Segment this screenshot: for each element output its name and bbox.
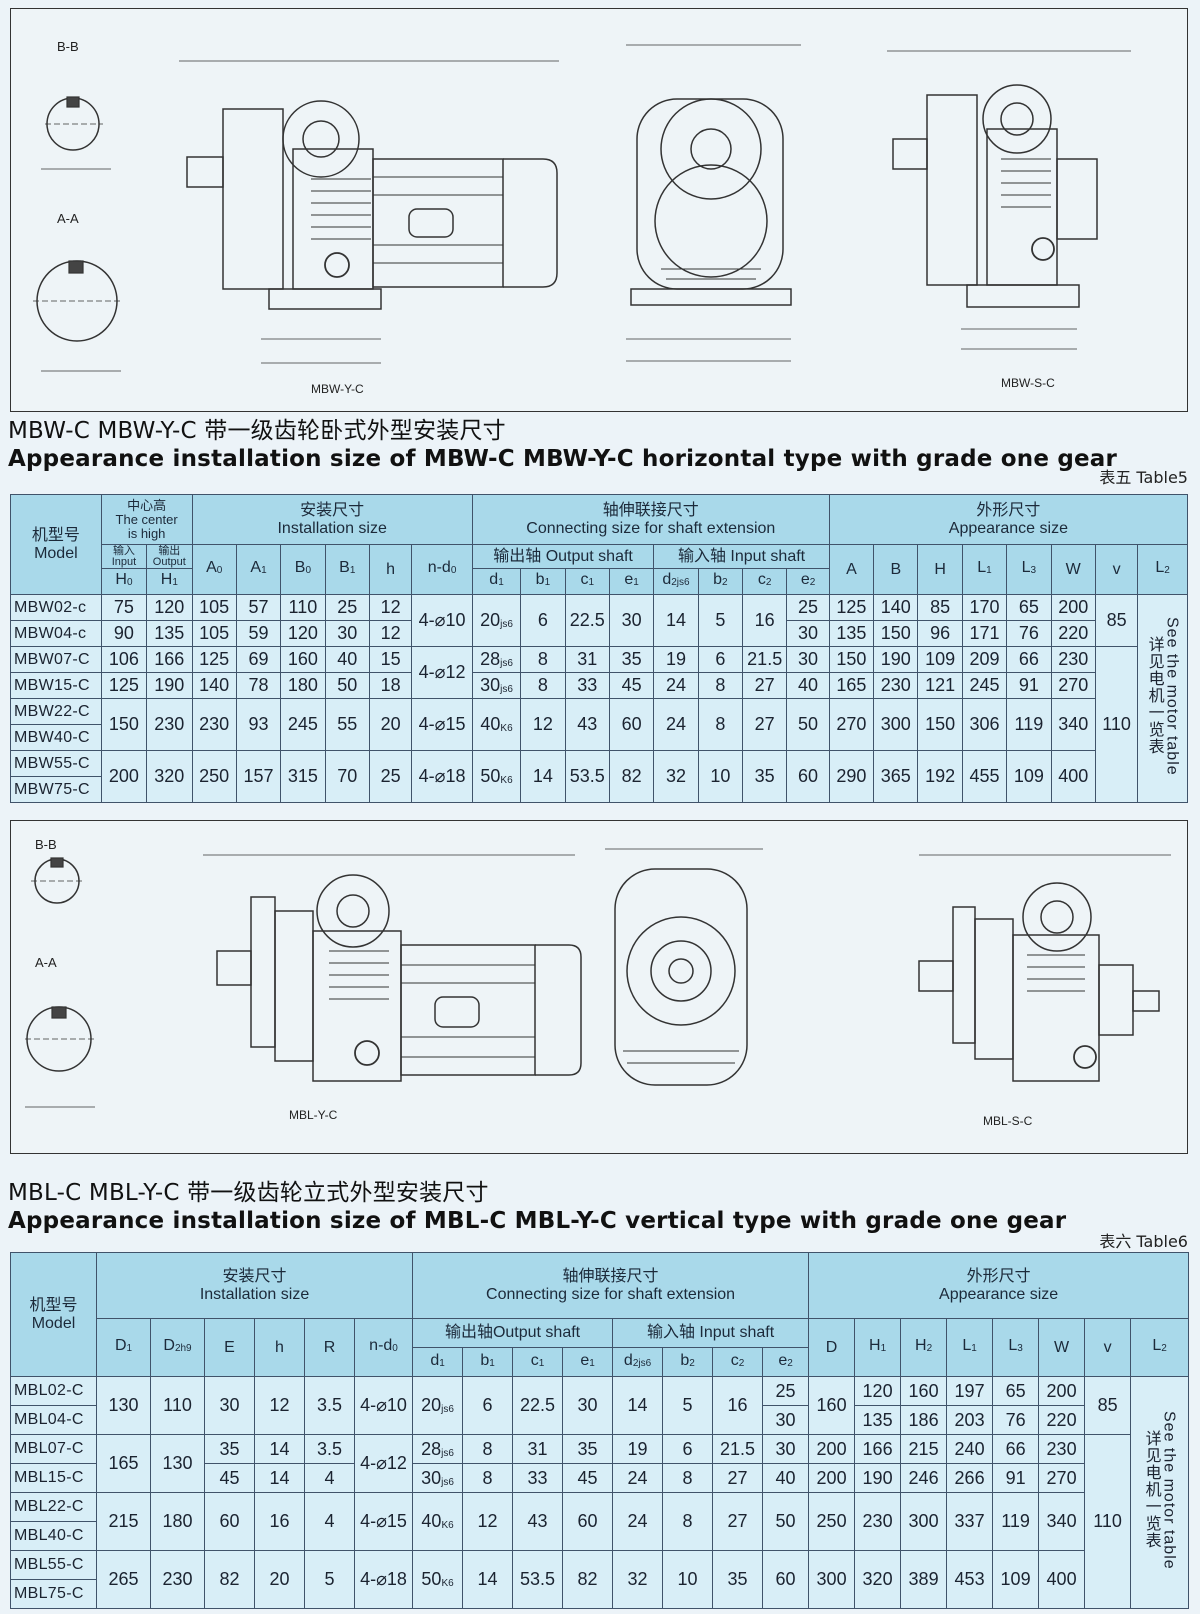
bb-section-label: B-B	[35, 837, 57, 852]
col-e1: e1	[562, 1347, 614, 1377]
table-row: MBL04-C 30 135 186 203 76 220	[10, 1405, 1189, 1435]
input-shaft-header: 输入轴 Input shaft	[612, 1318, 810, 1348]
table-row: MBW55-C 200 320 250 157 315 70 25 4-⌀18 …	[10, 750, 1188, 803]
table-row: MBW15-C 125 190 140 78 180 50 18 30js6 8…	[10, 672, 1188, 699]
table5-tag: 表五 Table5	[1099, 468, 1188, 487]
table-row: MBW22-C 150 230 230 93 245 55 20 4-⌀15 4…	[10, 698, 1188, 751]
col-b2: b2	[662, 1347, 714, 1377]
aa-section-label: A-A	[35, 955, 57, 970]
col-e2: e2	[786, 568, 830, 595]
col-h: h	[368, 544, 413, 595]
table-row: MBW75-C	[10, 776, 1188, 803]
mbw-technical-drawing: B-B A-A MBW-Y-C	[33, 39, 1131, 396]
col-c2: c2	[742, 568, 788, 595]
mbl-technical-drawing: B-B A-A MBL-Y-C	[25, 837, 1171, 1128]
col-b1: b1	[520, 568, 566, 595]
col-b1: b1	[462, 1347, 514, 1377]
col-A: A	[828, 544, 875, 595]
col-h0: H0	[100, 568, 148, 595]
col-L1: L1	[961, 544, 1008, 595]
col-h: h	[254, 1318, 305, 1377]
col-H2: H2	[900, 1318, 948, 1377]
table-row: MBW07-C 106 166 125 69 160 40 15 4-⌀12 2…	[10, 646, 1188, 803]
mbw-drawing-panel: B-B A-A MBW-Y-C	[10, 8, 1188, 412]
col-h1: H1	[146, 568, 193, 595]
col-d2: d2js6	[653, 568, 699, 595]
table-row: MBL22-C 215 180 60 16 4 4-⌀15 40K6 12 43…	[10, 1492, 1189, 1551]
col-H: H	[917, 544, 963, 595]
input-shaft-header: 输入轴 Input shaft	[653, 544, 830, 569]
col-v: v	[1084, 1318, 1132, 1377]
mbl-s-c-label: MBL-S-C	[983, 1114, 1033, 1128]
section6-title-cn: MBL-C MBL-Y-C 带一级齿轮立式外型安装尺寸	[8, 1180, 489, 1206]
output-shaft-header: 输出轴Output shaft	[412, 1318, 614, 1348]
col-D: D	[808, 1318, 856, 1377]
col-R: R	[304, 1318, 355, 1377]
col-c1: c1	[564, 568, 610, 595]
aa-section-label: A-A	[57, 211, 79, 226]
col-L1: L1	[946, 1318, 994, 1377]
col-c2: c2	[712, 1347, 764, 1377]
col-H1: H1	[854, 1318, 902, 1377]
mbw-s-c-label: MBW-S-C	[1001, 376, 1055, 390]
col-L3: L3	[1006, 544, 1052, 595]
col-b2: b2	[697, 568, 744, 595]
col-a0: A0	[191, 544, 237, 595]
table-row: MBL02-C 130 110 30 12 3.5 4-⌀10 20js6 6 …	[10, 1376, 1190, 1609]
col-D1: D1	[96, 1318, 151, 1377]
col-B: B	[873, 544, 919, 595]
section6-title-en: Appearance installation size of MBL-C MB…	[8, 1208, 1067, 1234]
col-d1: d1	[471, 568, 522, 595]
table-row: MBL75-C	[10, 1579, 1189, 1609]
table-row: MBL40-C	[10, 1521, 1189, 1551]
col-nd0: n-d0	[411, 544, 473, 595]
bb-section-label: B-B	[57, 39, 79, 54]
col-W: W	[1050, 544, 1096, 595]
mbw-y-c-label: MBW-Y-C	[311, 382, 364, 396]
col-nd0: n-d0	[353, 1318, 414, 1377]
mbl-y-c-label: MBL-Y-C	[289, 1108, 338, 1122]
table-row: MBL55-C 265 230 82 20 5 4-⌀18 50K6 14 53…	[10, 1550, 1189, 1609]
table-row: MBW02-c 75 120 105 57 110 25 12 4-⌀10 20…	[10, 594, 1188, 803]
col-d2: d2js6	[612, 1347, 664, 1377]
col-L2: L2	[1130, 1318, 1190, 1377]
section5-title-cn: MBW-C MBW-Y-C 带一级齿轮卧式外型安装尺寸	[8, 418, 506, 444]
col-W: W	[1038, 1318, 1086, 1377]
col-v: v	[1094, 544, 1139, 595]
col-b0: B0	[280, 544, 326, 595]
table-row: MBL07-C 165 130 35 14 3.5 4-⌀12 28js6 8 …	[10, 1434, 1189, 1609]
table-row: MBW40-C	[10, 724, 1188, 751]
mbl-drawing-panel: B-B A-A MBL-Y-C	[10, 820, 1188, 1154]
col-a1: A1	[235, 544, 282, 595]
col-c1: c1	[512, 1347, 564, 1377]
col-d1: d1	[412, 1347, 464, 1377]
section5-title-en: Appearance installation size of MBW-C MB…	[8, 446, 1118, 472]
table6-tag: 表六 Table6	[1099, 1232, 1188, 1251]
col-L2: L2	[1137, 544, 1188, 595]
col-e2: e2	[762, 1347, 810, 1377]
output-shaft-header: 输出轴 Output shaft	[471, 544, 655, 569]
col-D2: D2h9	[150, 1318, 205, 1377]
col-b1: B1	[324, 544, 370, 595]
col-e1: e1	[608, 568, 655, 595]
col-E: E	[204, 1318, 255, 1377]
col-L3: L3	[992, 1318, 1040, 1377]
